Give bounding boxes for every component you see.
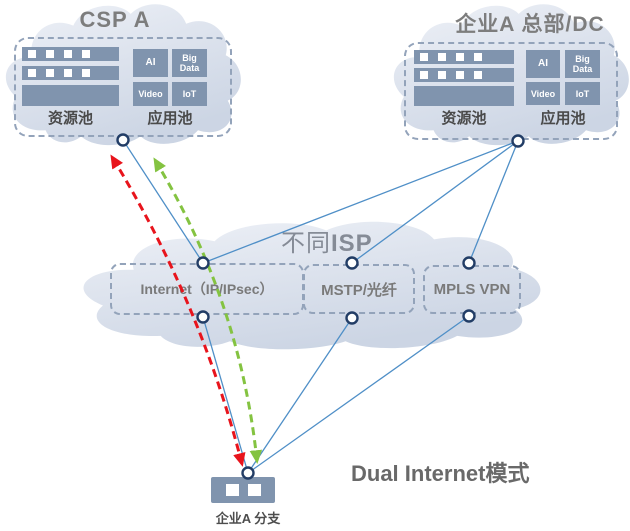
- server-led: [456, 71, 464, 79]
- server-led: [474, 53, 482, 61]
- server-led: [438, 53, 446, 61]
- isp-title-regular: 不同: [281, 230, 331, 257]
- mode-caption: Dual Internet模式: [351, 461, 530, 486]
- csp-server-rack-base: [22, 85, 119, 106]
- server-led: [82, 50, 90, 58]
- link-box-internet: Internet（IP/IPsec）: [110, 263, 304, 315]
- csp-app-ai: AI: [133, 49, 168, 77]
- isp-title-bold: ISP: [331, 230, 373, 257]
- server-led: [420, 53, 428, 61]
- branch-device-label: 企业A 分支: [215, 511, 281, 526]
- isp-cloud-title: 不同ISP: [281, 223, 373, 258]
- device-port: [247, 484, 261, 496]
- server-led: [82, 69, 90, 77]
- branch-device-icon: [211, 477, 275, 503]
- server-led: [64, 50, 72, 58]
- server-led: [438, 71, 446, 79]
- hq-app-video: Video: [526, 82, 560, 105]
- server-led: [46, 50, 54, 58]
- link-box-mpls-vpn: MPLS VPN: [423, 265, 521, 314]
- hq-pool-box: [404, 42, 618, 140]
- csp-app-iot: IoT: [172, 82, 207, 106]
- hq-server-rack-row: [414, 68, 514, 82]
- csp-app-bigdata: Big Data: [172, 49, 207, 77]
- csp-cloud-title: CSP A: [79, 7, 151, 32]
- csp-app-pool-label: 应用池: [147, 110, 193, 127]
- link-box-mstp: MSTP/光纤: [303, 264, 415, 314]
- hq-cloud-title: 企业A 总部/DC: [455, 13, 605, 36]
- hq-app-ai: AI: [526, 50, 560, 78]
- hq-app-bigdata: Big Data: [565, 50, 600, 78]
- server-led: [64, 69, 72, 77]
- server-led: [28, 69, 36, 77]
- csp-server-rack-row: [22, 47, 119, 61]
- server-led: [474, 71, 482, 79]
- hq-server-rack-row: [414, 50, 514, 64]
- csp-app-video: Video: [133, 82, 168, 106]
- server-led: [420, 71, 428, 79]
- hq-resource-pool-label: 资源池: [441, 110, 487, 127]
- server-led: [46, 69, 54, 77]
- hq-server-rack-base: [414, 86, 514, 106]
- hq-app-iot: IoT: [565, 82, 600, 105]
- csp-server-rack-row: [22, 66, 119, 80]
- device-port: [225, 484, 239, 496]
- server-led: [456, 53, 464, 61]
- server-led: [28, 50, 36, 58]
- hq-app-pool-label: 应用池: [540, 110, 586, 127]
- csp-resource-pool-label: 资源池: [47, 110, 93, 127]
